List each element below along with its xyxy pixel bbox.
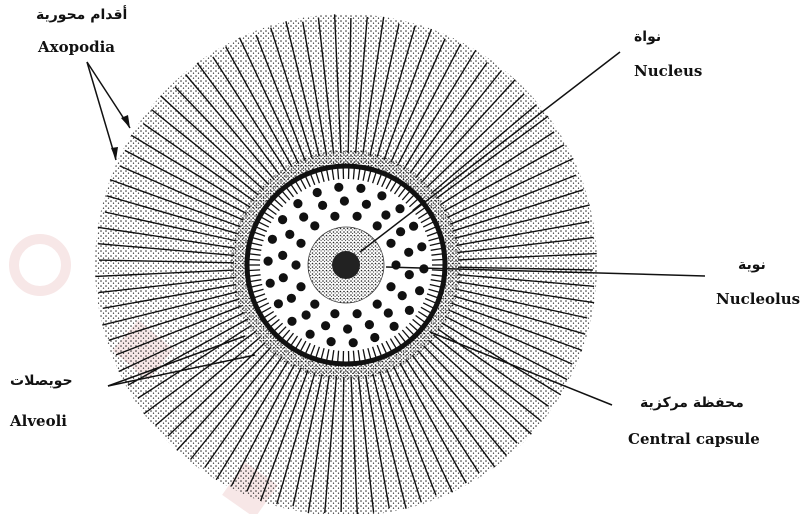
endoplasm-granule	[266, 279, 275, 288]
endoplasm-granule	[268, 235, 277, 244]
endoplasm-granule	[264, 257, 273, 266]
endoplasm-granule	[330, 309, 339, 318]
endoplasm-granule	[296, 282, 305, 291]
alveoli-label-arabic: حويصلات	[10, 374, 73, 388]
endoplasm-granule	[287, 317, 296, 326]
capsule-tick	[249, 260, 260, 261]
endoplasm-granule	[386, 239, 395, 248]
endoplasm-granule	[373, 300, 382, 309]
endoplasm-granule	[306, 330, 315, 339]
axopodia-label-arabic: أقدام محورية	[36, 8, 127, 22]
endoplasm-granule	[390, 322, 399, 331]
endoplasm-granule	[377, 191, 386, 200]
capsule-tick	[353, 168, 354, 179]
endoplasm-granule	[310, 300, 319, 309]
endoplasm-granule	[391, 260, 400, 269]
nucleolus-label-arabic: نوية	[738, 258, 766, 272]
endoplasm-granule	[296, 239, 305, 248]
endoplasm-granule	[318, 201, 327, 210]
endoplasm-granule	[381, 210, 390, 219]
endoplasm-granule	[274, 299, 283, 308]
watermark-mark	[14, 239, 66, 291]
endoplasm-granule	[334, 183, 343, 192]
capsule-tick	[432, 270, 443, 271]
nucleolus-label: Nucleolus	[716, 292, 800, 307]
endoplasm-granule	[343, 324, 352, 333]
endoplasm-granule	[395, 204, 404, 213]
endoplasm-granule	[302, 310, 311, 319]
endoplasm-granule	[340, 196, 349, 205]
axopodia-label: Axopodia	[38, 40, 115, 55]
axopodia-arrow-line-2	[87, 62, 116, 160]
endoplasm-granule	[353, 212, 362, 221]
endoplasm-granule	[278, 215, 287, 224]
endoplasm-granule	[285, 230, 294, 239]
axopodia-arrowhead-2	[111, 147, 118, 160]
endoplasm-granule	[370, 333, 379, 342]
central-capsule-label: Central capsule	[628, 432, 760, 447]
endoplasm-granule	[396, 227, 405, 236]
capsule-tick	[432, 260, 443, 261]
alveoli-label: Alveoli	[10, 414, 67, 429]
central-capsule-label-arabic: محفظة مركزية	[640, 396, 744, 410]
capsule-tick	[338, 168, 339, 179]
nucleus-label-arabic: نواة	[634, 30, 661, 44]
endoplasm-granule	[293, 199, 302, 208]
endoplasm-granule	[299, 212, 308, 221]
endoplasm-granule	[398, 291, 407, 300]
endoplasm-granule	[353, 309, 362, 318]
endoplasm-granule	[405, 270, 414, 279]
endoplasm-granule	[330, 212, 339, 221]
capsule-tick	[353, 351, 354, 362]
nucleus-label: Nucleus	[634, 64, 702, 79]
endoplasm-granule	[279, 273, 288, 282]
endoplasm-granule	[373, 221, 382, 230]
endoplasm-granule	[404, 248, 413, 257]
capsule-tick	[249, 270, 260, 271]
capsule-tick	[338, 351, 339, 362]
nucleolus	[332, 251, 360, 279]
endoplasm-granule	[415, 286, 424, 295]
endoplasm-granule	[386, 282, 395, 291]
endoplasm-granule	[349, 338, 358, 347]
endoplasm-granule	[356, 184, 365, 193]
endoplasm-granule	[278, 251, 287, 260]
endoplasm-granule	[362, 200, 371, 209]
endoplasm-granule	[313, 188, 322, 197]
endoplasm-granule	[409, 222, 418, 231]
endoplasm-granule	[327, 337, 336, 346]
endoplasm-granule	[417, 242, 426, 251]
endoplasm-granule	[384, 308, 393, 317]
endoplasm-granule	[321, 321, 330, 330]
endoplasm-granule	[365, 320, 374, 329]
endoplasm-granule	[405, 306, 414, 315]
endoplasm-granule	[287, 294, 296, 303]
endoplasm-granule	[310, 221, 319, 230]
endoplasm-granule	[291, 260, 300, 269]
